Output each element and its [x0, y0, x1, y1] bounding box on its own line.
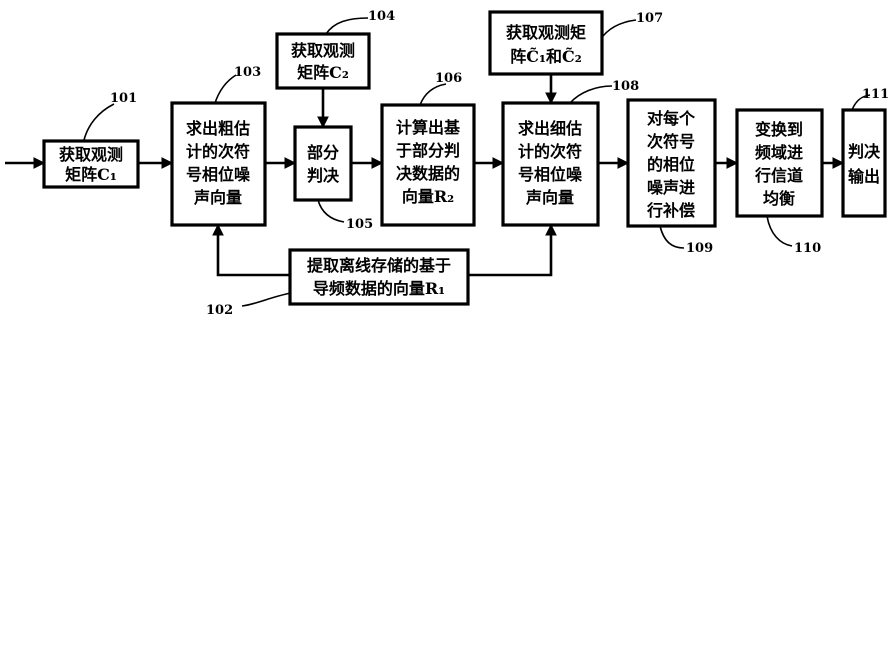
- box-108: 求出细估 计的次符 号相位噪 声向量: [501, 101, 600, 227]
- box-108-line-1: 求出细估: [518, 119, 582, 138]
- box-103: 求出粗估 计的次符 号相位噪 声向量: [170, 101, 267, 227]
- box-110-line-2: 频域进: [755, 143, 803, 162]
- box-104-line-2: 矩阵C₂: [297, 63, 349, 82]
- box-102-line-2: 导频数据的向量R₁: [313, 279, 445, 298]
- leader-102: [241, 291, 297, 307]
- box-109-line-5: 行补偿: [646, 201, 695, 220]
- box-102: 提取离线存储的基于 导频数据的向量R₁: [288, 248, 470, 306]
- box-109-line-1: 对每个: [647, 109, 696, 128]
- leader-105: [317, 199, 345, 223]
- leader-108: [569, 85, 613, 104]
- leader-104: [325, 17, 369, 35]
- box-110: 变换到 频域进 行信道 均衡: [735, 108, 824, 218]
- connectors: [5, 74, 845, 277]
- ref-102: 102: [206, 303, 233, 318]
- box-107-line-1: 获取观测矩: [506, 23, 586, 42]
- box-106-line-3: 决数据的: [396, 164, 460, 183]
- leader-103: [214, 74, 237, 104]
- box-106-line-4: 向量R₂: [402, 187, 454, 206]
- ref-101: 101: [110, 91, 137, 106]
- box-105-line-1: 部分: [307, 143, 339, 162]
- leader-109: [659, 225, 685, 249]
- ref-107: 107: [636, 11, 663, 26]
- box-105-line-2: 判决: [307, 166, 340, 185]
- box-103-line-4: 声向量: [193, 188, 242, 207]
- box-109: 对每个 次符号 的相位 噪声进 行补偿: [626, 98, 717, 228]
- ref-103: 103: [234, 65, 261, 80]
- box-109-line-4: 噪声进: [647, 178, 695, 197]
- box-101-line-2: 矩阵C₁: [65, 165, 117, 184]
- ref-108: 108: [612, 79, 639, 94]
- ref-111: 111: [862, 87, 889, 102]
- box-102-line-1: 提取离线存储的基于: [307, 256, 451, 275]
- leader-106: [419, 83, 447, 106]
- leader-107: [599, 19, 637, 41]
- box-106-line-2: 于部分判: [396, 141, 460, 160]
- box-101: 获取观测 矩阵C₁: [42, 139, 140, 189]
- box-103-line-3: 号相位噪: [186, 165, 251, 184]
- arrow-102-103: [212, 223, 290, 277]
- box-103-line-2: 计的次符: [186, 142, 250, 161]
- box-110-line-3: 行信道: [754, 166, 803, 185]
- box-103-line-1: 求出粗估: [186, 119, 250, 138]
- box-110-line-4: 均衡: [763, 189, 795, 208]
- box-104: 获取观测 矩阵C₂: [275, 32, 371, 90]
- ref-105: 105: [346, 217, 373, 232]
- ref-110: 110: [794, 241, 821, 256]
- box-107: 获取观测矩 阵C̃₁和C̃₂: [488, 10, 604, 76]
- box-111-line-1: 判决: [848, 142, 881, 161]
- box-105: 部分 判决: [293, 125, 353, 202]
- box-108-line-4: 声向量: [525, 188, 574, 207]
- reference-numerals: 101 102 103 104 105 106 107 108 109 110 …: [110, 9, 889, 318]
- box-109-line-3: 的相位: [647, 155, 695, 174]
- ref-109: 109: [686, 241, 713, 256]
- box-108-line-2: 计的次符: [518, 142, 582, 161]
- box-101-line-1: 获取观测: [59, 145, 123, 164]
- box-108-line-3: 号相位噪: [518, 165, 583, 184]
- leader-111: [851, 94, 871, 111]
- box-104-line-1: 获取观测: [291, 41, 355, 60]
- ref-104: 104: [368, 9, 395, 24]
- box-106: 计算出基 于部分判 决数据的 向量R₂: [380, 103, 476, 227]
- box-109-line-2: 次符号: [647, 132, 695, 151]
- box-107-line-2: 阵C̃₁和C̃₂: [510, 47, 582, 66]
- box-106-line-1: 计算出基: [396, 118, 461, 137]
- box-110-line-1: 变换到: [755, 120, 803, 139]
- box-111-line-2: 输出: [848, 167, 880, 186]
- box-111: 判决 输出: [841, 108, 887, 218]
- ref-106: 106: [435, 71, 462, 86]
- leader-110: [766, 215, 793, 247]
- leader-101: [83, 103, 115, 141]
- arrow-102-108: [468, 223, 557, 277]
